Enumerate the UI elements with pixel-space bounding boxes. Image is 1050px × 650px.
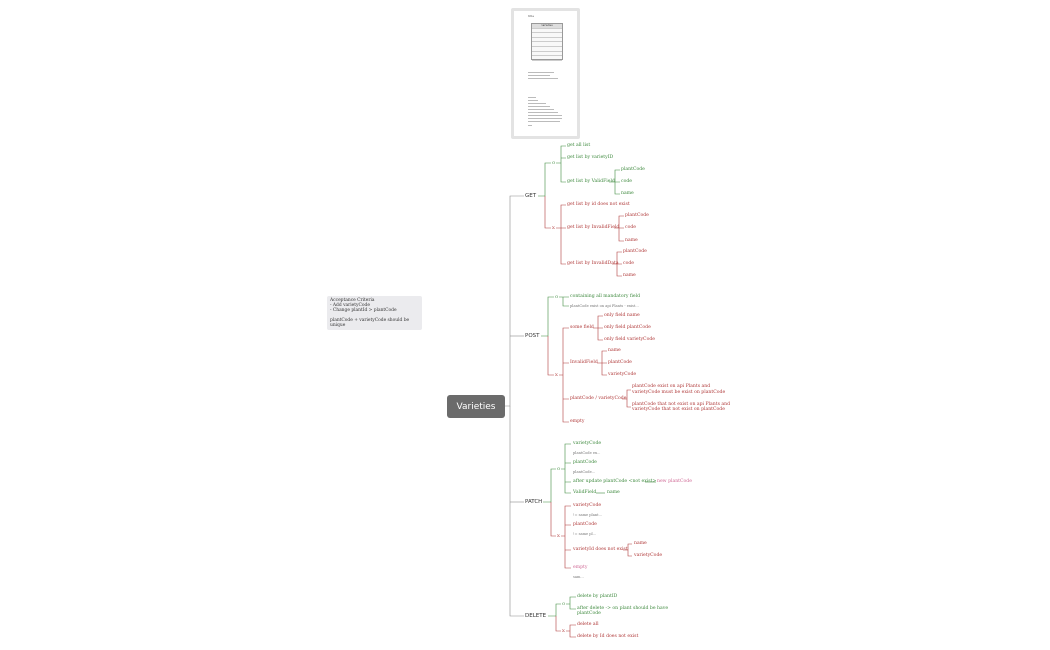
branch-get[interactable]: GET [525,193,537,199]
get-valid-name[interactable]: name [621,191,634,196]
patch-valid-name[interactable]: name [607,490,620,495]
patch-x-plant-note[interactable]: != same pl... [573,532,597,536]
root-topic-label: Varieties [456,401,496,412]
embedded-schema-image[interactable]: title varieties [511,8,580,139]
post-mandatory-fields[interactable]: containing all mandatory field [570,294,641,299]
patch-id-not-exist[interactable]: varietyId does not exist [573,547,628,552]
schema-table-header: varieties [532,24,562,29]
post-combo-exist-line2: varietyCode must be exist on plantCode [632,390,726,395]
post-ok-marker: O [555,294,559,299]
branch-delete[interactable]: DELETE [525,613,547,619]
patch-ok-marker: O [557,466,561,471]
patch-after-update[interactable]: after update plantCode <not exist> [573,479,657,484]
image-title-label: title [528,14,535,18]
post-some-field[interactable]: some field [570,325,594,330]
post-invalid-varietycode[interactable]: varietyCode [608,372,637,377]
patch-valid-field[interactable]: ValidField [573,490,597,495]
get-by-variety-id[interactable]: get list by varietyID [567,155,614,160]
patch-plant-code[interactable]: plantCode [573,460,597,465]
get-ng-marker: X [552,225,555,230]
delete-ok-marker: O [562,601,566,606]
branch-post[interactable]: POST [525,333,540,339]
post-plantcode-varietycode[interactable]: plantCode / varietyCode [570,396,627,401]
delete-after-line2: plantCode [577,611,601,616]
schema-image-frame: title varieties [514,11,577,136]
note-title: Acceptance Criteria [330,298,375,303]
patch-x-variety-note[interactable]: != same plant... [573,513,603,517]
patch-plant-note[interactable]: plantCode... [573,470,596,474]
get-ok-marker: O [552,160,556,165]
patch-x-plant-code[interactable]: plantCode [573,522,597,527]
get-valid-plantcode[interactable]: plantCode [621,167,645,172]
patch-not-exist-varietycode[interactable]: varietyCode [634,553,663,558]
delete-by-plant-id[interactable]: delete by plantID [577,594,618,599]
delete-ng-marker: X [562,628,565,633]
delete-after-line1[interactable]: after delete -> on plant should be have [577,606,669,611]
get-invalid-field-code[interactable]: code [625,225,636,230]
get-invalid-field-name[interactable]: name [625,238,638,243]
patch-x-variety-code[interactable]: varietyCode [573,503,602,508]
patch-variety-code[interactable]: varietyCode [573,441,602,446]
branch-patch[interactable]: PATCH [525,499,543,505]
note-line-1: - Add varietyCode [330,303,370,308]
post-empty[interactable]: empty [570,419,585,424]
get-invalid-field-plantcode[interactable]: plantCode [625,213,649,218]
patch-not-exist-name[interactable]: name [634,541,647,546]
post-only-plantcode[interactable]: only field plantCode [604,325,651,330]
root-topic[interactable]: Varieties [447,395,505,418]
delete-id-not-exist[interactable]: delete by Id does not exist [577,634,639,639]
post-combo-exist-line1[interactable]: plantCode exist on api Plants and [632,384,711,389]
post-only-name[interactable]: only field name [604,313,640,318]
note-rule: plantCode + varietyCode should be unique [330,318,410,328]
patch-empty-note[interactable]: sam... [573,575,584,579]
get-by-invalid-data[interactable]: get list by InvalidData [567,261,619,266]
get-all-list[interactable]: get all list [567,143,591,148]
get-id-not-exist[interactable]: get list by id does not exist [567,202,630,207]
get-valid-code[interactable]: code [621,179,632,184]
patch-variety-note[interactable]: plantCode ex... [573,451,601,455]
get-by-invalid-field[interactable]: get list by InvalidField [567,225,620,230]
post-only-varietycode[interactable]: only field varietyCode [604,337,656,342]
get-invalid-data-name[interactable]: name [623,273,636,278]
delete-all[interactable]: delete all [577,622,599,627]
get-invalid-data-code[interactable]: code [623,261,634,266]
get-invalid-data-plantcode[interactable]: plantCode [623,249,647,254]
post-invalid-plantcode[interactable]: plantCode [608,360,632,365]
patch-empty[interactable]: empty [573,565,588,570]
get-by-valid-field[interactable]: get list by ValidField [567,179,615,184]
post-invalid-name[interactable]: name [608,348,621,353]
patch-ng-marker: X [557,533,560,538]
schema-table: varieties [531,23,563,61]
post-combo-not-exist-line1[interactable]: plantCode that not exist on api Plants a… [632,402,731,407]
post-mandatory-note[interactable]: plantCode exist on api Plants - exist... [570,304,639,308]
note-line-2: - Change plantId > plantCode [330,308,397,313]
acceptance-criteria-note[interactable]: Acceptance Criteria - Add varietyCode - … [327,296,422,330]
post-combo-not-exist-line2: varietyCode that not exist on plantCode [632,407,725,412]
patch-new-plantcode[interactable]: new plantCode [657,479,692,484]
post-invalid-field[interactable]: InvalidField [570,360,598,365]
post-ng-marker: X [555,372,558,377]
